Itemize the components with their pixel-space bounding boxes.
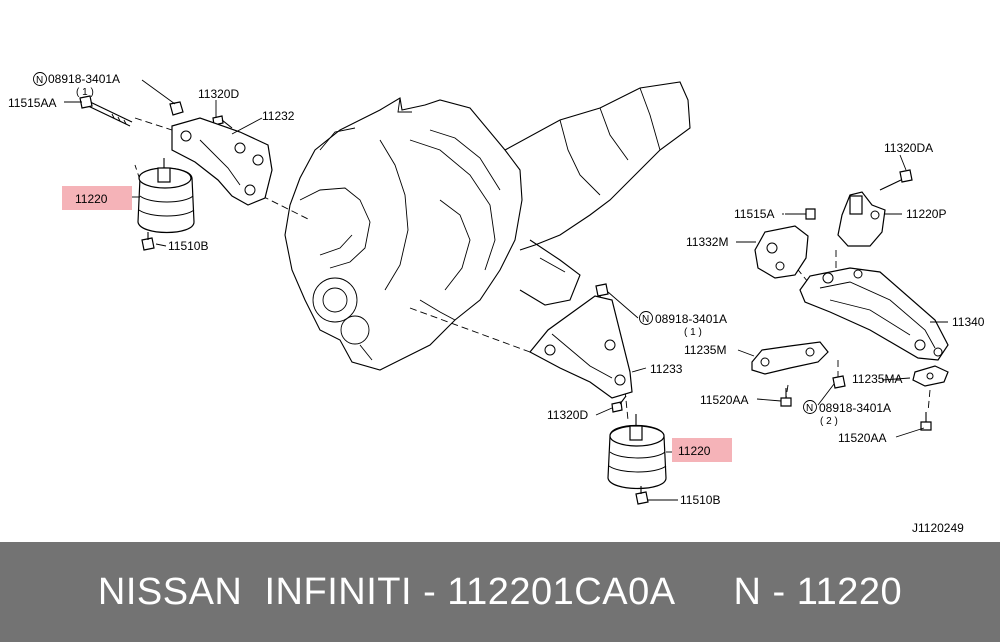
label-qty-mid: ( 1 )	[684, 327, 702, 338]
label-08918-3401A-mid: 08918-3401A	[655, 312, 727, 326]
label-08918-3401A-left: 08918-3401A	[48, 72, 120, 86]
upper-left-mount-group	[79, 95, 273, 251]
engine-mount-diagram: N 08918-3401A ( 1 ) 11515AA 11320D 11232…	[8, 72, 985, 535]
leader-lines	[64, 79, 948, 501]
diagram-code: J1120249	[912, 521, 964, 535]
label-11320DA: 11320DA	[884, 141, 933, 155]
engine-transmission-outline	[284, 81, 691, 371]
label-11515A: 11515A	[734, 207, 774, 221]
label-11332M: 11332M	[686, 235, 728, 249]
label-08918-3401A-right: 08918-3401A	[819, 401, 891, 415]
label-11320D-top: 11320D	[198, 87, 239, 101]
label-qty-right: ( 2 )	[820, 416, 838, 427]
highlight-11220-top	[62, 186, 132, 210]
footer-brand-part-number: NISSAN INFINITI - 112201CA0A	[97, 570, 676, 613]
label-11520AA-right: 11520AA	[838, 431, 887, 445]
label-11510B-bottom: 11510B	[680, 493, 720, 507]
part-labels: N 08918-3401A ( 1 ) 11515AA 11320D 11232…	[8, 72, 985, 535]
part-number-footer: NISSAN INFINITI - 112201CA0A N - 11220	[0, 542, 1000, 642]
label-11510B-top: 11510B	[168, 239, 208, 253]
label-11220P: 11220P	[906, 207, 946, 221]
label-11235M: 11235M	[684, 343, 726, 357]
highlight-11220-bottom	[672, 438, 732, 462]
footer-reference-number: N - 11220	[733, 570, 903, 613]
label-11320D-bottom: 11320D	[547, 408, 588, 422]
label-11340: 11340	[952, 315, 985, 329]
label-11220-top: 11220	[75, 192, 108, 206]
label-11235MA: 11235MA	[852, 372, 902, 386]
lower-center-mount-group	[529, 283, 667, 505]
label-11220-bottom: 11220	[678, 444, 711, 458]
label-11515AA: 11515AA	[8, 96, 57, 110]
n-mark-left-top: N	[36, 75, 43, 86]
n-mark-right: N	[806, 403, 813, 414]
label-11520AA-left: 11520AA	[700, 393, 749, 407]
n-mark-mid: N	[642, 314, 649, 325]
label-qty-left: ( 1 )	[76, 87, 94, 98]
right-side-group	[751, 169, 949, 431]
label-11232: 11232	[262, 109, 295, 123]
label-11233: 11233	[650, 362, 683, 376]
